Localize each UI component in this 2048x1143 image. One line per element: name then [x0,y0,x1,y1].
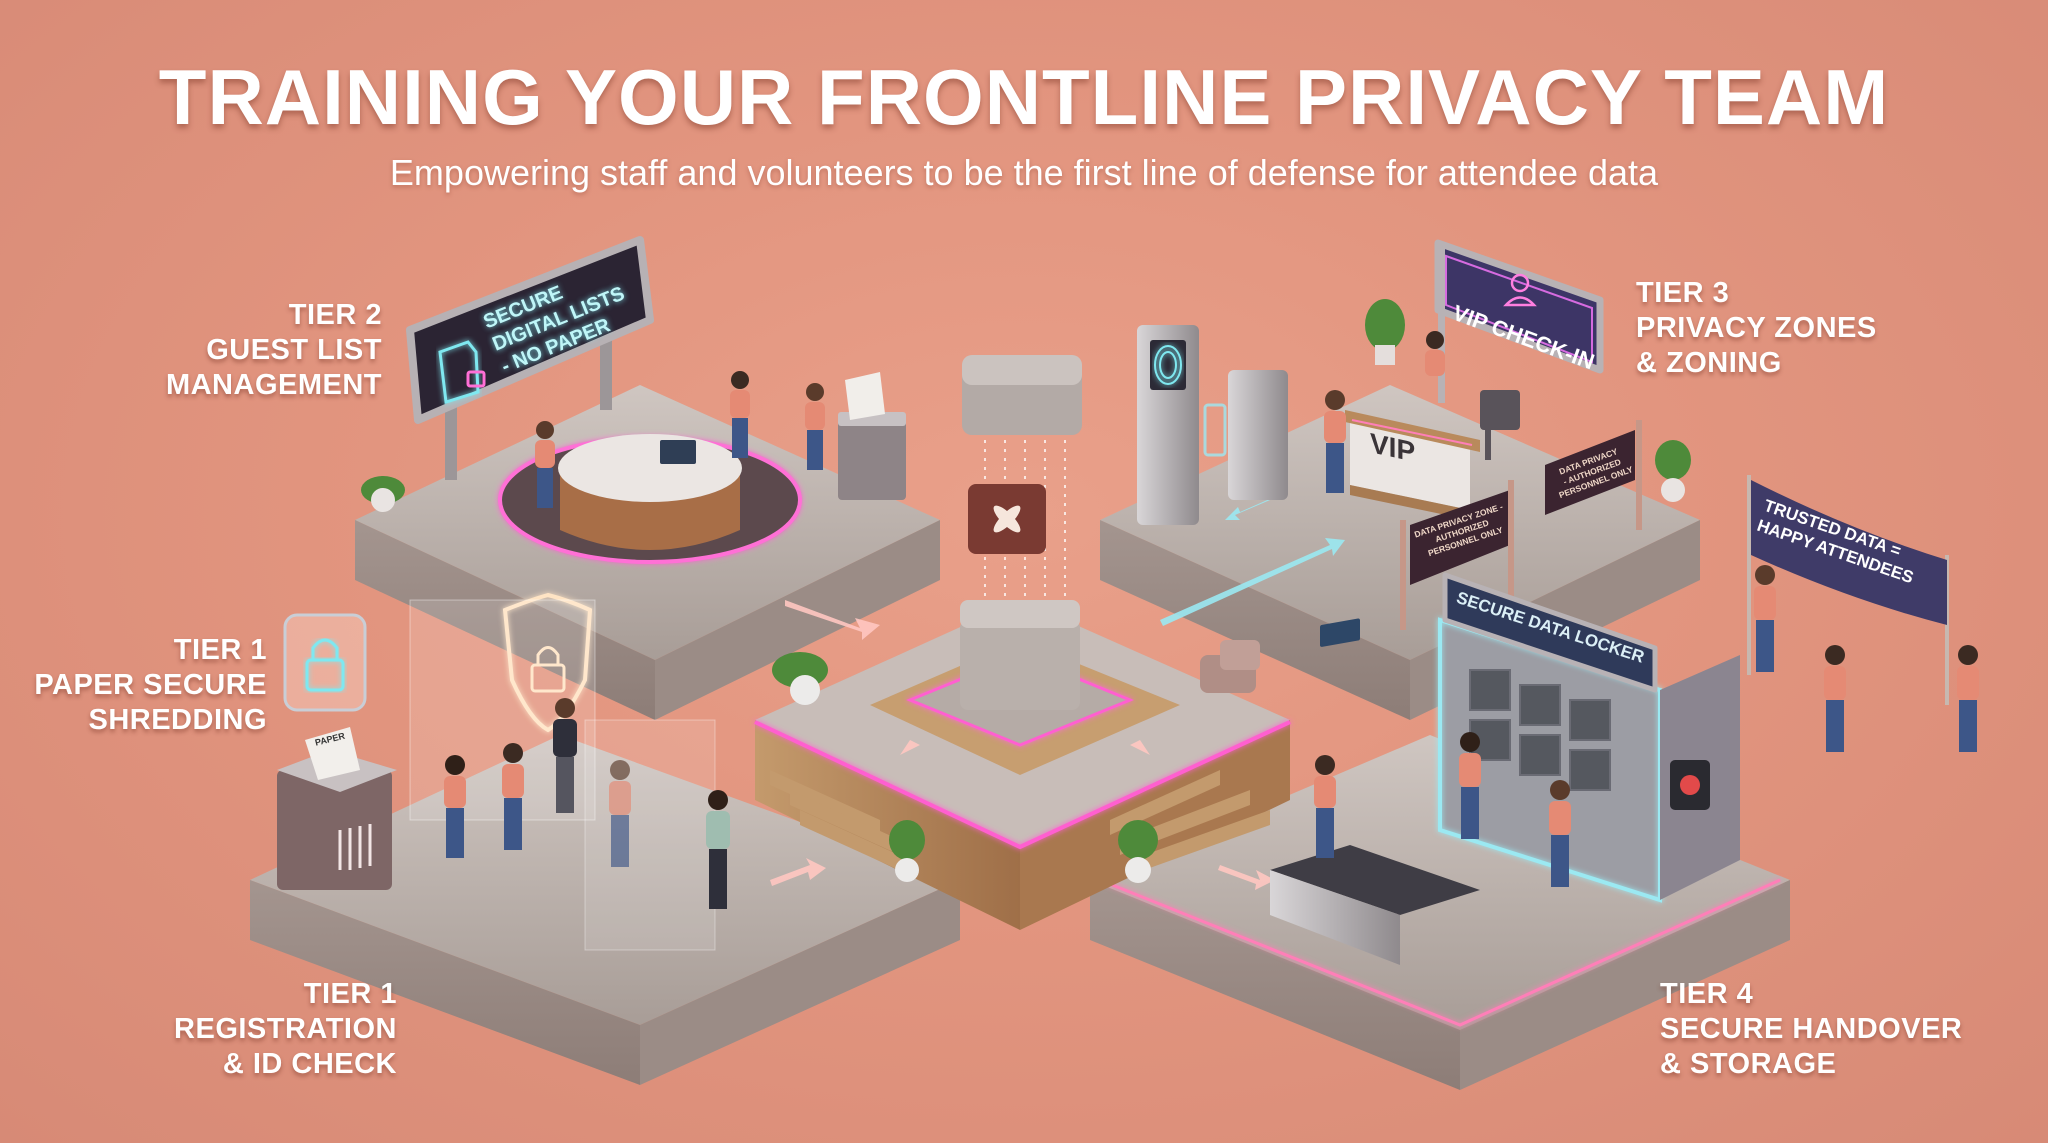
central-hub [754,355,1291,930]
privacy-barrier-b [1545,420,1642,530]
reception-desk [498,434,802,564]
lounge-chair [1200,640,1260,693]
tier1-shredding-label: TIER 1 PAPER SECURE SHREDDING [34,634,267,736]
fingerprint-kiosk [1137,325,1199,525]
security-turnstile [1203,370,1288,500]
page-subtitle: Empowering staff and volunteers to be th… [389,152,1659,193]
office-chair [1480,390,1520,460]
tier2-guest-list-label: TIER 2 GUEST LIST MANAGEMENT [165,299,382,401]
shredder-bin-tier2 [838,372,906,500]
people [444,331,1979,909]
glass-partition [584,719,716,951]
flow-arrows [770,600,1275,890]
shield-neon-sign [502,592,593,733]
stairs-left [770,770,910,875]
page-title: TRAINING YOUR FRONTLINE PRIVACY TEAM [158,53,1890,141]
platform-tier1 [250,735,960,1085]
privacy-barrier-a [1400,480,1514,630]
vip-desk [1345,410,1480,520]
secure-data-locker [1438,572,1740,903]
tier3-privacy-zones-label: TIER 3 PRIVACY ZONES & ZONING [1636,277,1877,379]
digital-lists-signboard [406,236,654,480]
handover-desk [1270,618,1480,965]
vip-checkin-sign [1434,239,1604,403]
plant [361,299,1691,883]
tier1-registration-label: TIER 1 REGISTRATION & ID CHECK [174,978,397,1080]
lock-neon-sign [283,613,367,712]
paper-shredder [277,727,397,890]
tier4-handover-label: TIER 4 SECURE HANDOVER & STORAGE [1660,978,1963,1080]
trusted-data-banner [1747,475,1949,705]
